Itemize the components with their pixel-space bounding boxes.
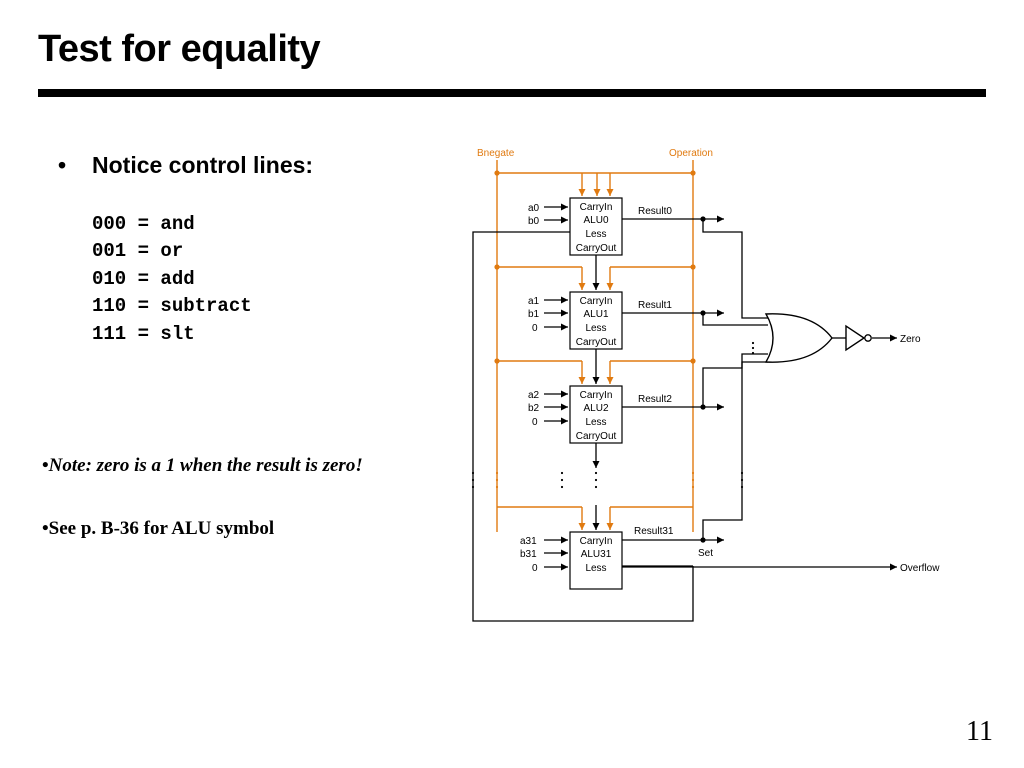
title-rule [38, 89, 986, 97]
result0-label: Result0 [638, 206, 672, 217]
control-wires [496, 160, 694, 532]
alu2-carryout: CarryOut [576, 431, 617, 442]
overflow-label: Overflow [900, 563, 940, 574]
code-line: 010 = add [92, 267, 195, 290]
alu1-input-b: b1 [528, 309, 540, 320]
control-code-list: 000 = and 001 = or 010 = add 110 = subtr… [92, 211, 252, 348]
inverter [845, 324, 872, 352]
alu0-less: Less [585, 229, 606, 240]
alu0-input-b: b0 [528, 216, 540, 227]
nor-gate [764, 313, 833, 363]
alu0-carryin: CarryIn [580, 202, 613, 213]
alu1-carryin: CarryIn [580, 296, 613, 307]
zero-label: Zero [900, 334, 921, 345]
slide-title: Test for equality [38, 28, 321, 70]
see-reference: •See p. B-36 for ALU symbol [42, 518, 275, 539]
code-line: 001 = or [92, 240, 184, 263]
alu1-input-a: a1 [528, 296, 540, 307]
alu1-name: ALU1 [583, 309, 608, 320]
data-wires [472, 203, 897, 622]
alu1-less-input: 0 [532, 323, 538, 334]
note-text: Note: zero is a 1 when the result is zer… [48, 455, 363, 476]
alu2-name: ALU2 [583, 403, 608, 414]
result2-label: Result2 [638, 394, 672, 405]
result31-label: Result31 [634, 526, 674, 537]
alu0-name: ALU0 [583, 215, 608, 226]
alu2-less: Less [585, 417, 606, 428]
code-line: 000 = and [92, 213, 195, 235]
ellipsis-dots [471, 341, 755, 489]
alu31-block: CarryIn ALU31 Less [569, 531, 623, 590]
alu31-name: ALU31 [581, 549, 612, 560]
operation-label: Operation [669, 148, 713, 159]
note-zero: •Note: zero is a 1 when the result is ze… [42, 455, 363, 477]
code-line: 110 = subtract [92, 295, 252, 318]
control-junctions [494, 170, 696, 364]
bullet-marker: • [58, 152, 67, 178]
code-line: 111 = slt [92, 322, 195, 345]
alu31-less-input: 0 [532, 563, 538, 574]
result-junctions [700, 216, 706, 543]
bullet-text: Notice control lines: [92, 152, 314, 178]
alu1-carryout: CarryOut [576, 337, 617, 348]
alu31-carryin: CarryIn [580, 536, 613, 547]
page-number: 11 [966, 716, 993, 747]
note-marker: • [42, 455, 49, 476]
alu2-carryin: CarryIn [580, 390, 613, 401]
alu2-less-input: 0 [532, 417, 538, 428]
alu0-input-a: a0 [528, 203, 540, 214]
alu0-block: CarryIn ALU0 Less CarryOut [569, 197, 623, 256]
alu2-input-b: b2 [528, 403, 540, 414]
alu1-less: Less [585, 323, 606, 334]
alu0-carryout: CarryOut [576, 243, 617, 254]
alu31-input-b: b31 [520, 549, 537, 560]
alu2-input-a: a2 [528, 390, 540, 401]
set-label: Set [698, 548, 713, 559]
bnegate-label: Bnegate [477, 148, 515, 159]
result1-label: Result1 [638, 300, 672, 311]
alu31-less: Less [585, 563, 606, 574]
alu2-block: CarryIn ALU2 Less CarryOut [569, 385, 623, 444]
alu1-block: CarryIn ALU1 Less CarryOut [569, 291, 623, 350]
alu31-input-a: a31 [520, 536, 537, 547]
ellipsis-dots-control [495, 471, 695, 489]
